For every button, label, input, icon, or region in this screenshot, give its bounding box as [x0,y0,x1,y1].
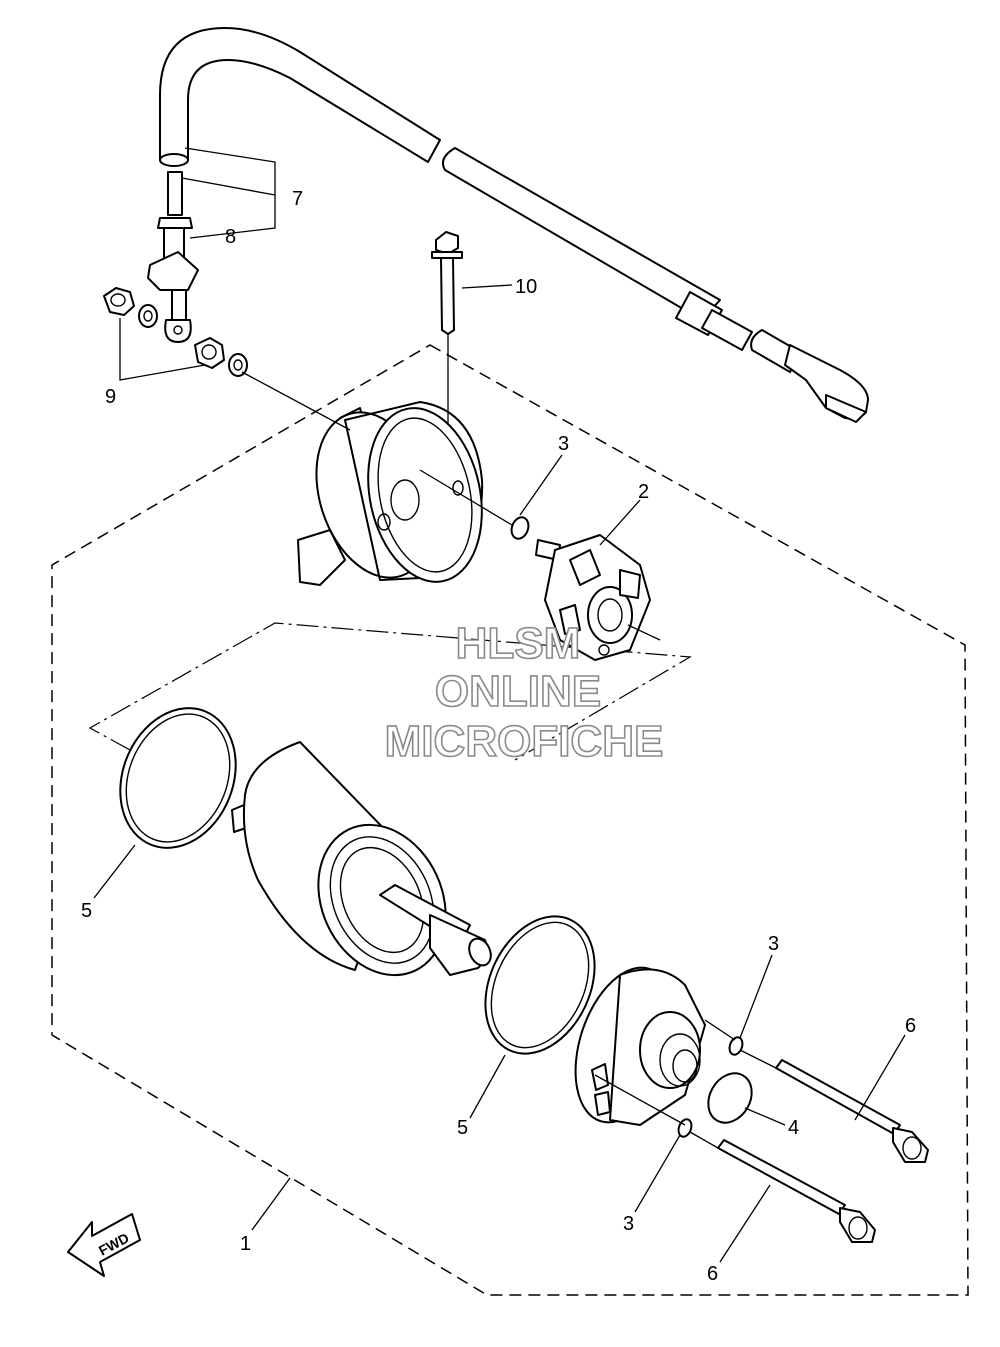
o-ring-5-left [119,707,237,849]
o-ring-5-right [484,915,596,1055]
yoke-armature [231,741,492,977]
callout-1: 1 [240,1233,251,1255]
callout-3-lower: 3 [623,1213,634,1235]
assembly-boundary [51,344,969,1296]
ring-bracket-line [88,622,692,761]
fwd-arrow: FWD [67,1213,141,1277]
callout-8: 8 [225,226,236,248]
callout-5-right: 5 [457,1117,468,1139]
long-bolt-upper [775,1059,929,1163]
starter-cable [147,27,869,423]
long-bolt-lower [717,1139,876,1243]
callout-6-lower: 6 [707,1263,718,1285]
front-cover [574,966,706,1126]
o-ring-3-upper [510,516,530,540]
o-ring-3-lower [677,1118,693,1138]
callout-9: 9 [105,386,116,408]
callout-6-upper: 6 [905,1015,916,1037]
callout-5-left: 5 [81,900,92,922]
callout-3-upper: 3 [558,433,569,455]
watermark-line-1: HLSM [456,619,581,668]
nuts-and-washers [103,287,248,377]
callout-labels: 7 8 10 9 3 2 5 3 6 5 4 3 1 6 [81,188,916,1285]
callout-3-mid: 3 [768,933,779,955]
bolt-10 [431,231,463,335]
o-ring-4 [707,1072,753,1124]
watermark-line-2: ONLINE [435,667,601,716]
callout-10: 10 [515,276,537,298]
brush-holder [535,534,651,661]
watermark: HLSM ONLINE MICROFICHE [384,618,664,767]
callout-2: 2 [638,481,649,503]
leader-lines [93,147,906,1263]
o-ring-3-mid [728,1036,744,1056]
callout-4: 4 [788,1117,799,1139]
rear-cover [297,401,484,586]
watermark-line-3: MICROFICHE [385,717,664,766]
callout-7: 7 [292,188,303,210]
